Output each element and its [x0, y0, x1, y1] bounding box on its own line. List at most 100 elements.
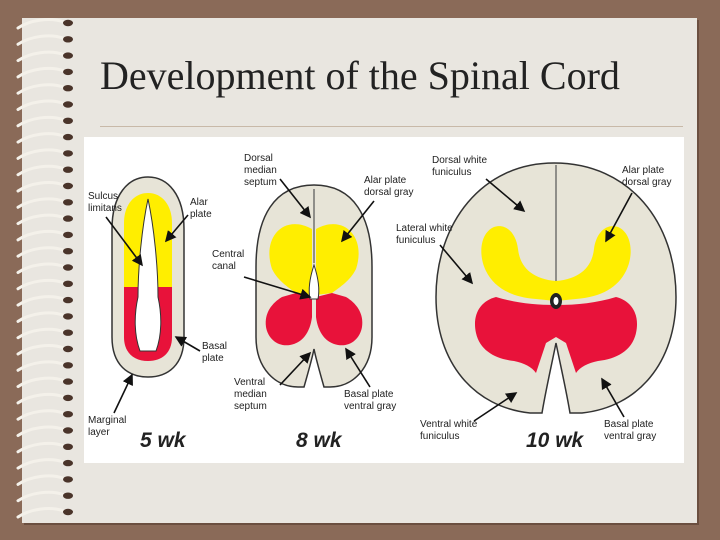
binding-ring [16, 83, 66, 95]
binding-hole [63, 182, 73, 190]
central-canal-8wk [308, 263, 320, 300]
arrow-alar-plate-dorsal-gray-10wk [605, 192, 633, 243]
binding-ring [16, 441, 66, 454]
binding-hole [63, 362, 73, 369]
binding-ring [16, 213, 66, 226]
binding-hole [63, 378, 73, 385]
binding-hole [63, 85, 73, 92]
arrow-ventral-median-septum-8wk [279, 351, 312, 386]
binding-ring [16, 392, 66, 405]
binding-ring [16, 507, 66, 519]
binding-ring [16, 311, 66, 323]
binding-ring [16, 164, 66, 177]
basal-plate-10wk [474, 297, 638, 373]
binding-ring [16, 295, 66, 307]
spiral-binding [16, 18, 73, 519]
binding-hole [63, 199, 73, 206]
alar-plate-left-8wk [269, 224, 312, 295]
arrow-alar-plate-5wk [164, 214, 189, 243]
binding-hole [63, 133, 73, 141]
binding-ring [16, 490, 66, 503]
binding-ring [16, 344, 66, 356]
binding-ring [16, 99, 66, 111]
binding-hole [63, 117, 73, 125]
binding-hole [63, 476, 73, 483]
binding-hole [63, 68, 73, 76]
binding-ring [16, 278, 66, 291]
age-label-10wk: 10 wk [526, 429, 585, 452]
binding-hole [63, 248, 73, 255]
binding-ring [16, 409, 66, 421]
binding-hole [63, 443, 73, 450]
binding-ring [16, 148, 66, 160]
binding-ring [16, 458, 66, 470]
alar-plate-10wk [481, 226, 631, 301]
slide-title: Development of the Spinal Cord [100, 53, 620, 98]
binding-hole [63, 280, 73, 287]
binding-ring [16, 246, 66, 258]
title-divider [100, 126, 683, 127]
central-canal-lumen-10wk [553, 297, 559, 305]
binding-ring [16, 262, 66, 274]
arrow-marginal-layer-5wk [113, 373, 133, 414]
arrow-basal-plate-ventral-gray-10wk [601, 377, 625, 418]
arrow-dorsal-white-funiculus-10wk [485, 178, 526, 213]
binding-hole [63, 150, 73, 157]
binding-ring [16, 66, 66, 79]
binding-ring [16, 327, 66, 340]
arrow-sulcus-limitans-5wk [105, 216, 143, 267]
binding-ring [16, 132, 66, 144]
binding-ring [16, 34, 66, 46]
binding-ring [16, 18, 66, 30]
arrow-central-canal-8wk [243, 276, 312, 300]
arrow-basal-plate-ventral-gray-8wk [345, 347, 371, 388]
binding-hole [63, 313, 73, 320]
binding-hole [63, 36, 73, 43]
arrow-dorsal-median-septum-8wk [279, 178, 311, 219]
binding-hole [63, 264, 73, 271]
binding-hole [63, 52, 73, 59]
binding-hole [63, 166, 73, 173]
binding-hole [63, 492, 73, 499]
binding-hole [63, 459, 73, 467]
arrow-lateral-white-funiculus-10wk [439, 244, 474, 285]
arrow-basal-plate-5wk [174, 336, 201, 352]
binding-hole [63, 19, 73, 27]
binding-ring [16, 425, 66, 437]
binding-hole [63, 329, 73, 336]
binding-hole [63, 231, 73, 239]
age-label-8wk: 8 wk [296, 429, 343, 452]
binding-hole [63, 101, 73, 108]
binding-ring [16, 181, 66, 193]
arrow-alar-plate-dorsal-gray-8wk [341, 200, 375, 243]
binding-hole [63, 296, 73, 304]
arrow-ventral-white-funiculus-10wk [473, 392, 518, 422]
binding-ring [16, 474, 66, 486]
basal-plate-right-8wk [316, 293, 363, 346]
binding-hole [63, 345, 73, 353]
binding-hole [63, 508, 73, 516]
binding-hole [63, 427, 73, 434]
binding-ring [16, 229, 66, 242]
binding-ring [16, 50, 66, 63]
binding-hole [63, 394, 73, 402]
binding-ring [16, 376, 66, 389]
binding-ring [16, 360, 66, 372]
binding-hole [63, 411, 73, 418]
